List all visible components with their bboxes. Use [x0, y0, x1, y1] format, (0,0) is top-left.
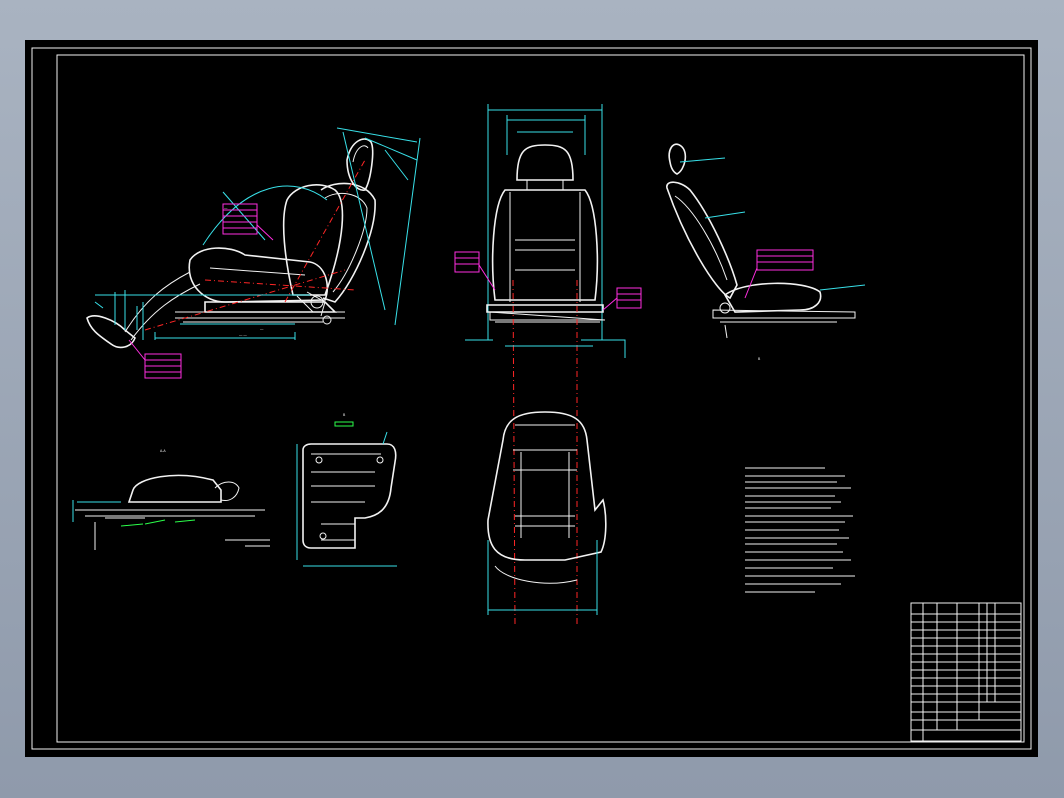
seat-assembly-drawing: — — — — — [31, 47, 1032, 750]
side-view-left: — — — — — [86, 127, 421, 379]
svg-text:B: B — [758, 357, 761, 361]
svg-text:B: B — [343, 413, 346, 417]
side-view-right: B — [666, 143, 866, 361]
title-block — [910, 602, 1022, 742]
cad-viewport[interactable]: — — — — — [25, 40, 1038, 757]
outer-frame — [31, 47, 1032, 750]
svg-text:—: — — [224, 206, 228, 210]
svg-text:— —: — — — [239, 333, 247, 337]
section-b: B — [296, 413, 397, 567]
front-view — [454, 104, 642, 626]
section-a-a: A-A — [72, 449, 270, 550]
top-view — [487, 411, 607, 615]
inner-frame — [56, 54, 1025, 743]
svg-text:—: — — [260, 327, 264, 331]
technical-notes — [745, 467, 855, 593]
svg-text:A-A: A-A — [160, 449, 166, 453]
